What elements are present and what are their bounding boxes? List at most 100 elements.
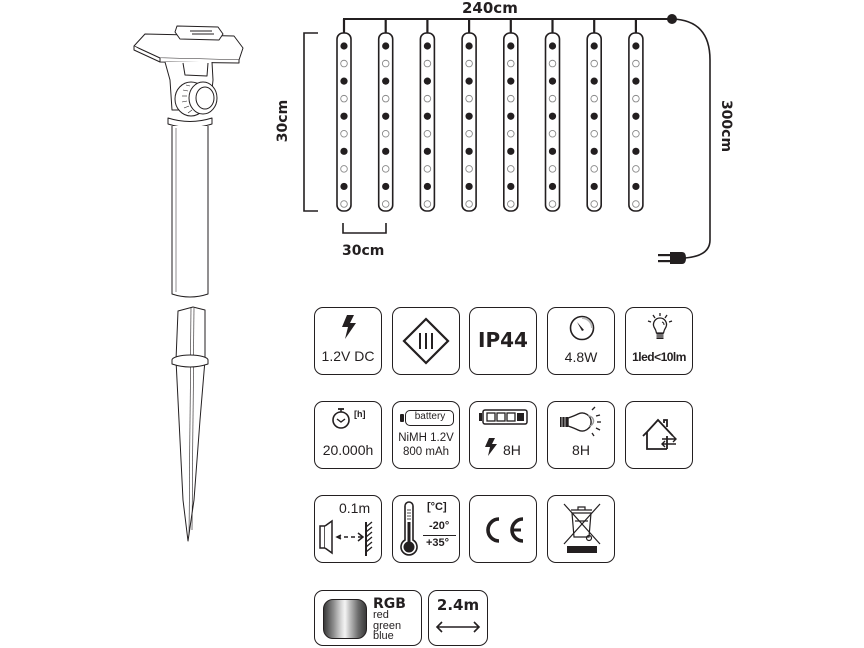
led-on [340, 182, 348, 191]
led-off [381, 200, 390, 208]
led-off [590, 200, 598, 208]
led-on [590, 77, 598, 85]
led-on [548, 77, 557, 85]
led-on [465, 77, 473, 85]
led-on [340, 77, 348, 85]
led-off [548, 130, 557, 138]
spec-label: 8H [503, 442, 521, 458]
strand-spacing-bracket [342, 223, 387, 234]
strand-tube [461, 32, 477, 212]
temperature-unit: [°C] [427, 501, 447, 513]
strand-tube [586, 32, 603, 212]
led-off [465, 94, 473, 103]
spec-indoor-outdoor [625, 401, 693, 469]
led-off [507, 94, 515, 103]
distance-icon [319, 519, 373, 556]
spec-protection-class [392, 307, 460, 375]
led-on [423, 182, 431, 191]
led-on [465, 112, 473, 120]
temperature-min: -20° [429, 520, 450, 532]
led-on [382, 147, 390, 155]
lightning-icon [342, 315, 356, 339]
spec-min-distance: 0.1m [314, 495, 382, 563]
battery-capacity: 800 mAh [402, 446, 450, 458]
led-off [507, 165, 515, 173]
ce-mark-icon [486, 517, 524, 543]
led-off [465, 200, 473, 208]
led-on [423, 112, 431, 120]
spec-label: 1.2V DC [321, 348, 375, 364]
strand-length-label: 30cm [275, 99, 292, 143]
distance-label: 0.1m [339, 500, 371, 516]
led-on [590, 112, 598, 120]
width-dimension-label: 240cm [462, 0, 518, 17]
led-off [340, 130, 348, 138]
spec-label: 1led<10lm [632, 350, 686, 364]
strand-spacing-label: 30cm [342, 243, 385, 259]
led-on [507, 77, 515, 85]
strand-tube [628, 32, 644, 212]
led-off [465, 59, 473, 68]
spec-ce [469, 495, 537, 563]
fraction-line [423, 535, 456, 537]
led-off [381, 59, 390, 68]
spec-color: RGB red green blue [314, 590, 422, 646]
spec-cable-length: 2.4m [428, 590, 488, 646]
led-off [507, 200, 515, 208]
strand-tube [544, 32, 561, 212]
led-off [340, 59, 348, 68]
strand-tube [377, 32, 394, 212]
rgb-swatch-icon [323, 599, 367, 639]
led-on [382, 182, 390, 191]
bulb-icon [647, 313, 673, 339]
spec-luminous: 1led<10lm [625, 307, 693, 375]
led-off [590, 59, 598, 68]
spec-label: 4.8W [564, 349, 598, 365]
led-on [507, 112, 515, 120]
led-on [423, 77, 431, 85]
led-off [590, 165, 598, 173]
crossed-bin-icon [563, 503, 601, 553]
led-on [590, 182, 598, 191]
led-off [507, 130, 515, 138]
led-on [590, 147, 598, 155]
spec-light-time: 8H [547, 401, 615, 469]
led-on [548, 112, 557, 120]
led-off [632, 94, 640, 103]
spec-ip-rating: IP44 [469, 307, 537, 375]
led-off [548, 94, 557, 103]
led-off [381, 165, 390, 173]
spec-power: 4.8W [547, 307, 615, 375]
led-off [632, 59, 640, 68]
led-off [381, 94, 390, 103]
battery-charge-icon [479, 409, 528, 425]
led-on [340, 42, 348, 50]
spec-weee [547, 495, 615, 563]
led-on [632, 182, 640, 191]
led-off [632, 130, 640, 138]
led-on [382, 77, 390, 85]
led-off [590, 94, 598, 103]
led-on [465, 147, 473, 155]
led-off [423, 94, 432, 103]
led-off [465, 165, 473, 173]
led-on [340, 112, 348, 120]
led-on [507, 147, 515, 155]
led-off [340, 200, 348, 208]
led-off [632, 165, 640, 173]
led-on [632, 112, 640, 120]
lightning-icon [485, 438, 497, 456]
led-on [507, 42, 515, 50]
led-on [423, 42, 431, 50]
led-on [632, 147, 640, 155]
class-iii-icon [402, 317, 450, 365]
led-off [423, 165, 432, 173]
led-on [632, 77, 640, 85]
strand-tube [419, 32, 436, 212]
led-strand [377, 19, 394, 212]
led-on [548, 182, 557, 191]
cable-length-label: 2.4m [436, 596, 480, 614]
led-on [465, 182, 473, 191]
led-strand [628, 19, 644, 212]
